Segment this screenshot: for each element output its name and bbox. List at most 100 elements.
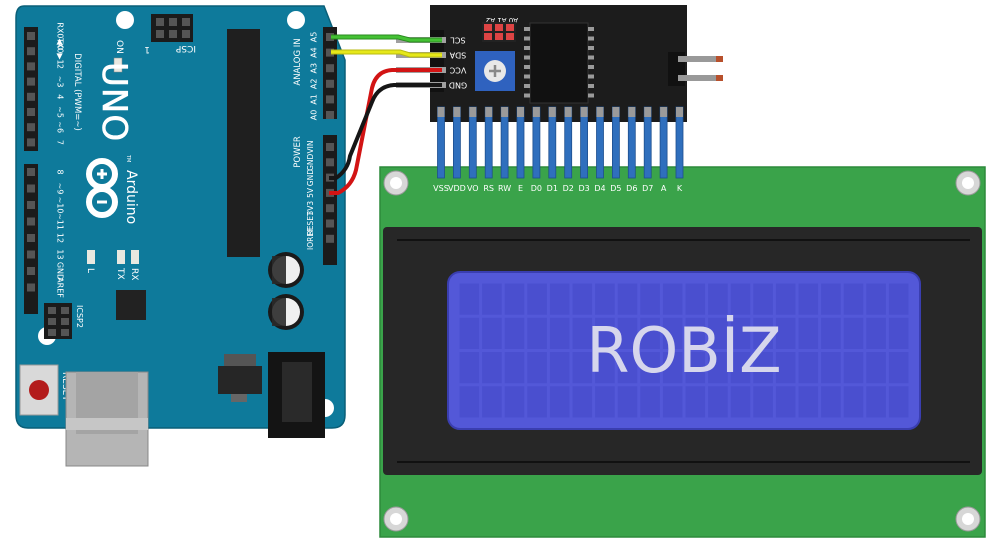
- led-l-label: L: [85, 268, 95, 273]
- lcd-character-cell: [459, 386, 480, 418]
- chip-pin: [524, 65, 530, 69]
- lcd-character-cell: [866, 317, 886, 349]
- address-label: A0 A1 A2: [486, 16, 518, 24]
- header-pin[interactable]: [326, 48, 334, 57]
- lcd-character-cell: [843, 386, 864, 418]
- lcd-character-cell: [549, 283, 570, 315]
- lcd-character-cell: [617, 283, 638, 315]
- lcd-display-text: ROBİZ: [586, 314, 781, 387]
- lcd-pin-label: RS: [483, 184, 494, 193]
- header-pin[interactable]: [27, 201, 35, 209]
- lcd-character-cell: [595, 283, 615, 315]
- header-pin[interactable]: [27, 168, 35, 176]
- lcd-pin-label: D1: [547, 184, 558, 193]
- lcd-character-cell: [866, 386, 886, 418]
- lcd-wire: [500, 106, 509, 179]
- backlight-jumper-pin: [678, 56, 723, 62]
- header-pin[interactable]: [27, 123, 35, 132]
- power-pin-label: GND: [306, 153, 315, 170]
- pcf8574-chip: [529, 22, 589, 104]
- header-pin[interactable]: [27, 283, 35, 292]
- digital-pin-label: ~3: [56, 76, 65, 88]
- header-pin[interactable]: [27, 184, 35, 193]
- lcd-character-cell: [730, 317, 751, 349]
- lcd-pin-label: D6: [626, 184, 637, 193]
- header-pin[interactable]: [27, 77, 35, 86]
- power-header: [323, 135, 337, 265]
- lcd-character-cell: [572, 317, 593, 349]
- icsp2-label: ICSP2: [75, 305, 84, 328]
- chip-pin: [588, 36, 594, 41]
- header-pin[interactable]: [27, 217, 35, 226]
- header-pin[interactable]: [326, 64, 334, 73]
- icsp-pin: [182, 18, 190, 26]
- lcd-character-cell: [595, 386, 615, 418]
- header-pin[interactable]: [27, 250, 35, 259]
- lcd-character-cell: [482, 386, 502, 418]
- header-pin[interactable]: [27, 108, 35, 116]
- lcd-character-cell: [708, 386, 728, 418]
- power-pin-label: GND: [306, 169, 315, 186]
- reset-button-cap[interactable]: [29, 380, 49, 400]
- regulator-tab: [224, 354, 256, 368]
- digital-pin-label: 13: [56, 249, 65, 259]
- header-pin[interactable]: [27, 62, 35, 71]
- led-tx-label: TX: [115, 267, 125, 280]
- lcd-character-cell: [730, 352, 751, 384]
- icsp2-pin: [48, 318, 56, 325]
- header-pin[interactable]: [326, 158, 334, 167]
- header-pin[interactable]: [27, 234, 35, 242]
- header-pin[interactable]: [326, 234, 334, 243]
- analog-label: ANALOG IN: [293, 38, 303, 85]
- capacitor: [268, 252, 304, 288]
- header-pin[interactable]: [326, 143, 334, 151]
- lcd-character-cell: [798, 386, 819, 418]
- digital-pin-label: ~9: [56, 183, 65, 195]
- lcd-character-cell: [798, 283, 819, 315]
- i2c-pin-label: VCC: [449, 66, 466, 75]
- digital-pin-label: 4: [56, 94, 65, 99]
- header-pin[interactable]: [27, 32, 35, 40]
- wire-gnd: [329, 83, 442, 180]
- lcd-character-cell: [640, 283, 660, 315]
- analog-pin-label: A1: [310, 94, 319, 105]
- lcd-wire-pin: [453, 107, 461, 117]
- lcd-pin-label: D0: [531, 184, 542, 193]
- header-pin[interactable]: [27, 138, 35, 147]
- header-pin[interactable]: [326, 204, 334, 213]
- lcd-wire: [643, 106, 652, 179]
- header-pin[interactable]: [326, 33, 334, 41]
- header-pin[interactable]: [27, 47, 35, 56]
- header-pin[interactable]: [326, 219, 334, 228]
- lcd-character-cell: [482, 352, 502, 384]
- lcd-pin-label: D4: [594, 184, 605, 193]
- lcd-pin-label: VDD: [448, 184, 466, 193]
- analog-pin-label: A4: [310, 47, 319, 58]
- chip-pin: [588, 27, 594, 31]
- digital-pin-label: 8: [56, 169, 65, 174]
- header-pin[interactable]: [27, 267, 35, 275]
- lcd-character-cell: [775, 283, 796, 315]
- lcd-wire: [532, 106, 541, 179]
- lcd-character-cell: [549, 317, 570, 349]
- header-pin[interactable]: [326, 111, 334, 119]
- lcd-wire-pin: [485, 107, 493, 117]
- lcd-wire-pin: [644, 107, 652, 117]
- lcd-character-cell: [527, 386, 547, 418]
- header-pin[interactable]: [27, 92, 35, 101]
- lcd-character-cell: [572, 352, 593, 384]
- on-label: ON: [114, 40, 124, 54]
- lcd-character-cell: [708, 283, 728, 315]
- header-pin[interactable]: [326, 95, 334, 104]
- header-pin[interactable]: [326, 79, 334, 88]
- lcd-pin-label: D3: [578, 184, 589, 193]
- digital-pin-label: ~5: [56, 106, 65, 118]
- lcd-wire-pin: [580, 107, 588, 117]
- lcd-character-cell: [821, 386, 841, 418]
- lcd-wire: [675, 106, 684, 179]
- digital-pin-label: 12: [56, 233, 65, 243]
- chip-pin: [588, 46, 594, 50]
